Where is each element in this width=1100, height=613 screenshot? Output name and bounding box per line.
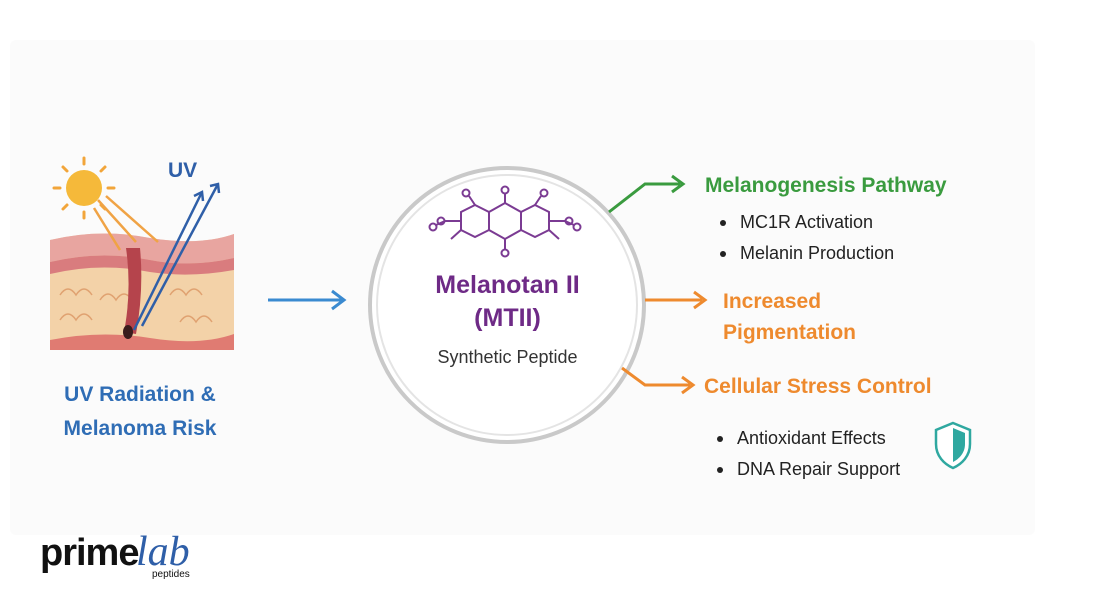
center-title-line1: Melanotan II [435, 271, 580, 299]
pigmentation-title-line1: Increased [723, 290, 822, 313]
melanogenesis-title: Melanogenesis Pathway [705, 174, 947, 197]
pigmentation-title: Increased Pigmentation [723, 286, 856, 348]
central-circle [368, 166, 646, 444]
logo-prime: prime [40, 532, 139, 574]
center-title-line2: (MTII) [474, 304, 541, 332]
molecule-icon [428, 185, 582, 258]
list-item: MC1R Activation [718, 207, 894, 238]
center-title: Melanotan II (MTII) [370, 269, 645, 335]
center-subtitle: Synthetic Peptide [437, 347, 578, 367]
stress-control-title: Cellular Stress Control [704, 375, 932, 398]
uv-radiation-caption: UV Radiation & Melanoma Risk [20, 378, 260, 446]
arrow-melanogenesis [608, 174, 686, 214]
uv-label: UV [168, 159, 198, 182]
uv-caption-line1: UV Radiation & [64, 383, 216, 406]
stress-control-bullets: Antioxidant Effects DNA Repair Support [715, 423, 900, 485]
logo-lab: lab [136, 529, 190, 575]
arrow-pigmentation [645, 290, 708, 310]
list-item: DNA Repair Support [715, 454, 900, 485]
list-item: Melanin Production [718, 238, 894, 269]
input-arrow [268, 289, 347, 311]
arrow-stress-control [621, 366, 696, 395]
skin-uv-illustration [50, 156, 234, 350]
list-item: Antioxidant Effects [715, 423, 900, 454]
uv-caption-line2: Melanoma Risk [63, 417, 217, 440]
pigmentation-title-line2: Pigmentation [723, 321, 857, 344]
melanogenesis-bullets: MC1R Activation Melanin Production [718, 207, 894, 269]
skin-layer-illustration [50, 233, 234, 350]
shield-icon [934, 421, 972, 470]
logo-sub: peptides [152, 569, 190, 580]
